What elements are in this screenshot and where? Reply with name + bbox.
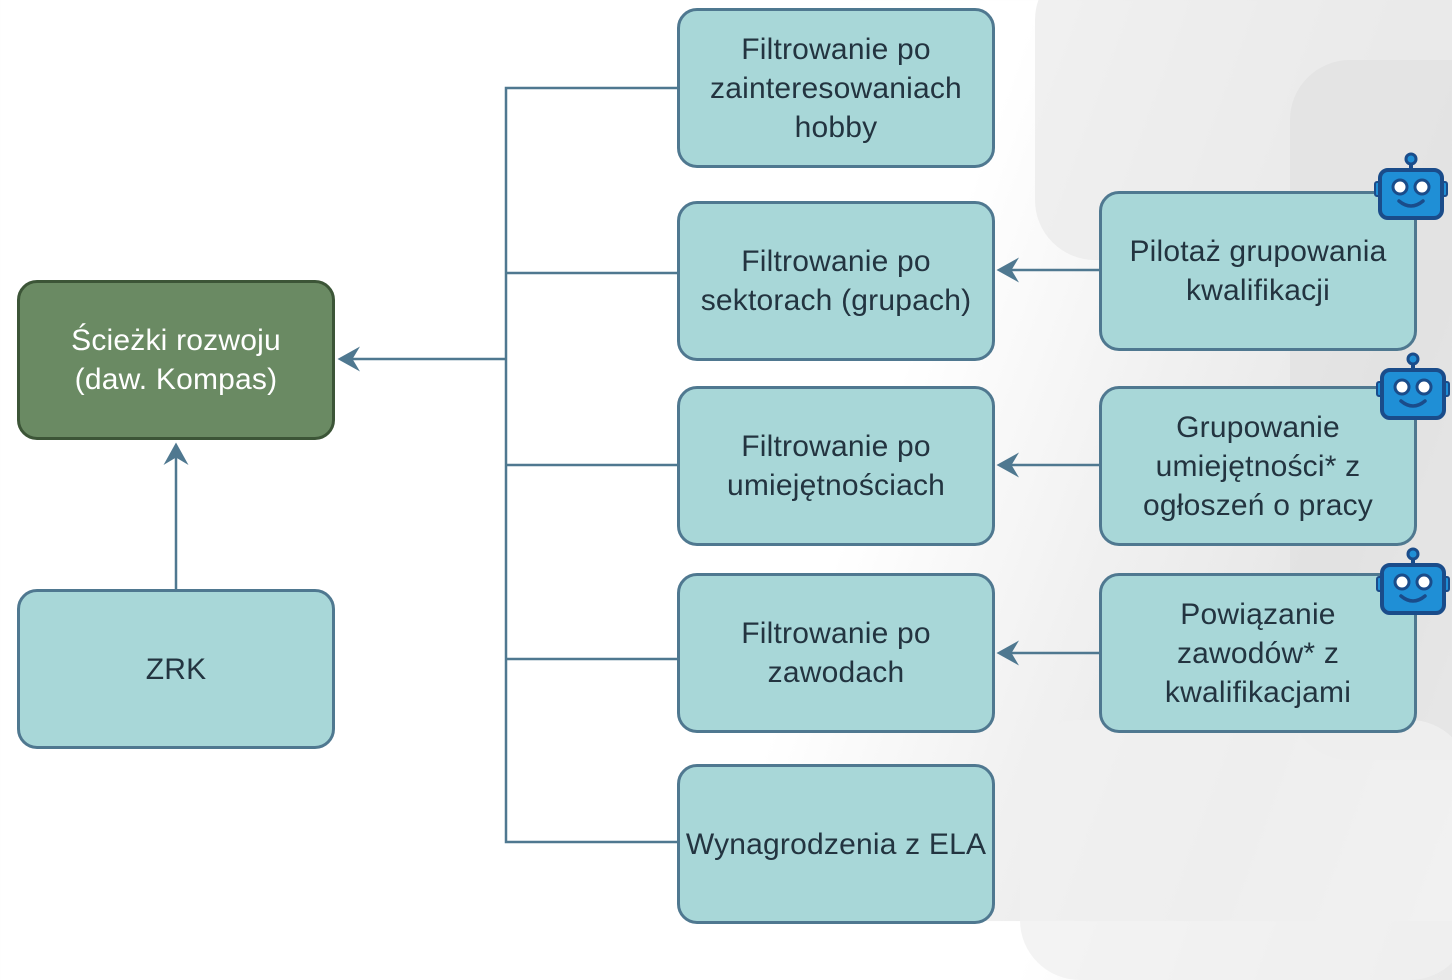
main-node: Ścieżki rozwoju (daw. Kompas) (17, 280, 335, 440)
filter-node-skills: Filtrowanie po umiejętnościach (677, 386, 995, 546)
filter-node-interests: Filtrowanie po zainteresowaniach hobby (677, 8, 995, 168)
robot-icon (1376, 547, 1450, 615)
connector-lines (163, 86, 1100, 844)
filter-node-sectors: Filtrowanie po sektorach (grupach) (677, 201, 995, 361)
ai-node-occupation-linking: Powiązanie zawodów* z kwalifikacjami (1099, 573, 1417, 733)
ai-node-skill-grouping: Grupowanie umiejętności* z ogłoszeń o pr… (1099, 386, 1417, 546)
robot-icon (1374, 152, 1448, 220)
source-node: ZRK (17, 589, 335, 749)
filter-node-occupations: Filtrowanie po zawodach (677, 573, 995, 733)
filter-node-salaries: Wynagrodzenia z ELA (677, 764, 995, 924)
robot-icon (1376, 352, 1450, 420)
ai-node-qualification-grouping: Pilotaż grupowania kwalifikacji (1099, 191, 1417, 351)
